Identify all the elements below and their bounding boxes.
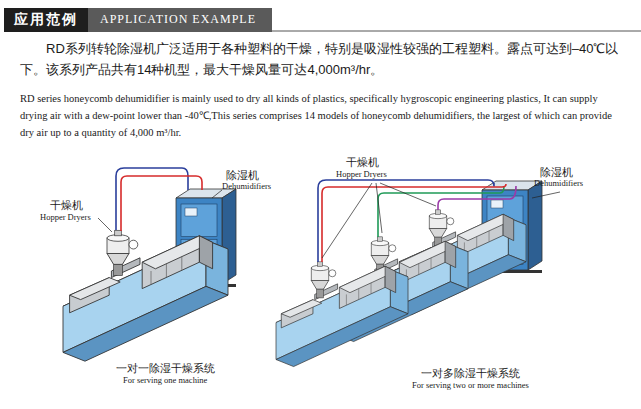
callout-label: 除湿机 xyxy=(226,168,259,183)
callout-label: Dehumidifiers xyxy=(534,178,583,188)
header-chinese: 应用范例 xyxy=(4,8,88,32)
caption: 一对多除湿干燥系统 xyxy=(421,366,520,381)
callout-label: 干燥机 xyxy=(50,198,83,213)
tie-bar xyxy=(151,271,152,284)
callout-label: Dehumidifiers xyxy=(222,181,271,191)
hopper-gauge xyxy=(329,270,336,277)
caption: 一对一除湿干燥系统 xyxy=(116,361,215,376)
injection-top xyxy=(70,278,121,300)
clamp-side xyxy=(199,236,212,269)
leader-line xyxy=(376,183,382,233)
hopper-gauge xyxy=(447,218,454,225)
clamp-top xyxy=(399,241,455,267)
tie-bar xyxy=(431,258,432,269)
leader-line xyxy=(380,183,436,206)
control-display xyxy=(491,200,503,208)
leader-line xyxy=(212,190,222,198)
injection-machine xyxy=(63,230,228,361)
hopper-loader xyxy=(435,210,440,214)
clamp-top xyxy=(339,266,395,292)
injection-machine xyxy=(276,262,408,367)
cabinet-panel xyxy=(181,204,217,237)
clamp-side xyxy=(503,214,514,240)
callout-label: Hopper Dryers xyxy=(336,169,387,179)
air-pipe xyxy=(496,184,506,187)
tie-bar xyxy=(476,237,477,248)
tie-bar xyxy=(371,283,372,294)
section-header: 应用范例APPLICATION EXAMPLE xyxy=(4,8,272,32)
hopper-cone xyxy=(311,280,329,289)
tie-bar xyxy=(418,264,419,275)
hopper-gauge xyxy=(129,240,138,249)
air-pipe xyxy=(438,186,516,210)
intro-english: RD series honeycomb dehumidifier is main… xyxy=(20,90,626,141)
tie-bar xyxy=(181,257,182,270)
callout-label: Hopper Dryers xyxy=(40,212,91,222)
tie-bar xyxy=(346,294,347,305)
clamp-top xyxy=(142,236,212,269)
tie-bar xyxy=(166,264,167,277)
hopper-loader xyxy=(377,237,382,241)
clamp-side xyxy=(385,266,396,292)
leader-line xyxy=(532,192,560,198)
header-english: APPLICATION EXAMPLE xyxy=(88,8,272,32)
caption: For serving one machine xyxy=(123,375,207,385)
control-display xyxy=(185,208,197,216)
leader-line xyxy=(98,218,112,232)
hopper-loader xyxy=(115,230,122,236)
callout-label: 干燥机 xyxy=(346,155,379,170)
clamp-top xyxy=(457,214,513,240)
callout-label: 除湿机 xyxy=(540,165,573,180)
header-rule xyxy=(272,31,641,32)
hopper-cone xyxy=(429,228,447,237)
air-pipe xyxy=(116,168,188,230)
leader-line xyxy=(322,183,372,258)
hopper-cone xyxy=(107,253,129,264)
hopper-cone xyxy=(371,255,389,264)
caption: For serving two or more machines xyxy=(412,380,529,390)
hopper-loader xyxy=(317,262,322,266)
injection-top xyxy=(281,300,321,318)
clamp-side xyxy=(445,241,456,267)
hopper-gauge xyxy=(389,245,396,252)
air-pipe xyxy=(378,186,504,237)
tie-bar xyxy=(489,231,490,242)
cabinet-side xyxy=(528,181,542,270)
air-pipe xyxy=(121,176,202,231)
intro-chinese: RD系列转轮除湿机广泛适用于各种塑料的干燥，特别是吸湿性较强的工程塑料。露点可达… xyxy=(20,38,626,80)
tie-bar xyxy=(358,289,359,300)
